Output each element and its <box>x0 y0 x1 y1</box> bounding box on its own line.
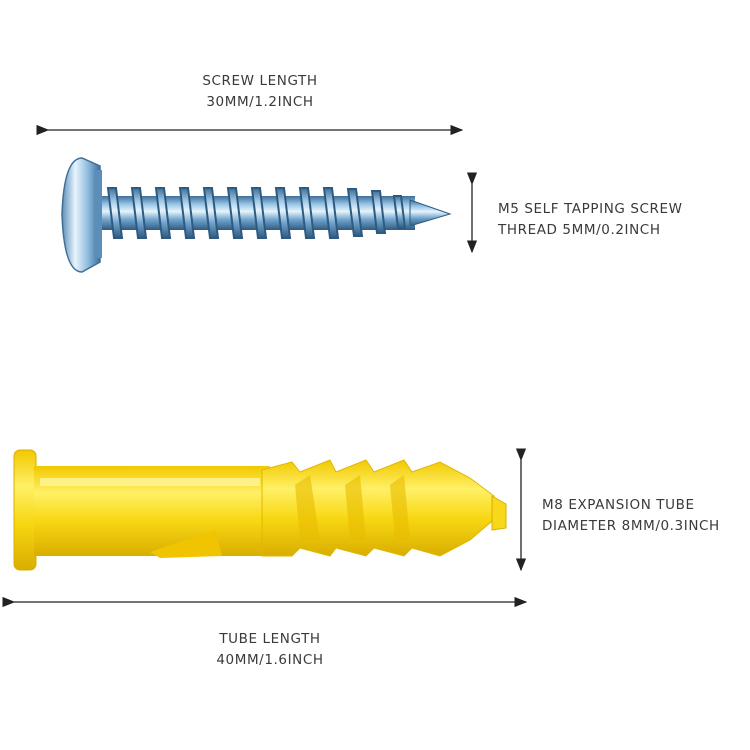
screw-thread-value: THREAD 5MM/0.2INCH <box>498 222 661 238</box>
screw-length-label: SCREW LENGTH <box>202 73 318 89</box>
tube-diameter-value: DIAMETER 8MM/0.3INCH <box>542 518 720 534</box>
tube-diameter-label: M8 EXPANSION TUBE <box>542 497 695 513</box>
screw-thread-caption: M5 SELF TAPPING SCREW THREAD 5MM/0.2INCH <box>498 199 683 241</box>
tube-diameter-caption: M8 EXPANSION TUBE DIAMETER 8MM/0.3INCH <box>542 495 720 537</box>
tube-length-label: TUBE LENGTH <box>219 631 321 647</box>
screw-length-value: 30MM/1.2INCH <box>206 94 314 110</box>
tube-length-caption: TUBE LENGTH 40MM/1.6INCH <box>190 629 350 671</box>
screw-image <box>61 157 452 273</box>
expansion-tube-image <box>13 449 507 571</box>
screw-length-caption: SCREW LENGTH 30MM/1.2INCH <box>180 71 340 113</box>
screw-thread-label: M5 SELF TAPPING SCREW <box>498 201 683 217</box>
tube-length-value: 40MM/1.6INCH <box>216 652 324 668</box>
